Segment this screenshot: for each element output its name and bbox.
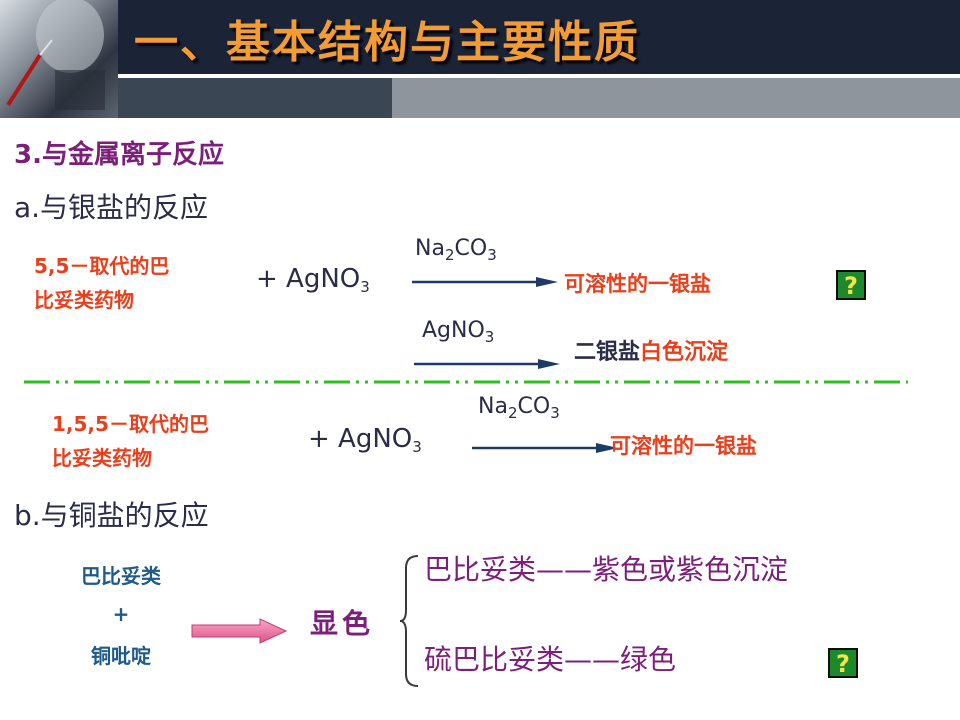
r1-reactant-line2: 比妥类药物 [34,288,134,312]
copper-reactant-line3: 铜吡啶 [91,644,151,668]
syringe-icon [6,0,105,110]
r1-condition2: AgNO3 [422,320,494,345]
help-icon-2[interactable]: ? [828,648,858,678]
title-band [118,0,960,74]
r1-cond2-sub: 3 [484,328,495,346]
r2-reagent-text: + AgNO [308,424,413,454]
copper-outcome1: 巴比妥类——紫色或紫色沉淀 [424,553,789,586]
r1-reagent-sub: 3 [360,278,370,296]
copper-reactant-line1: 巴比妥类 [81,564,161,588]
r1-product1: 可溶性的一银盐 [564,272,711,296]
r1-reagent: + AgNO3 [256,266,370,295]
r1-reagent-text: + AgNO [256,264,361,294]
lab-photo [0,0,118,118]
r1-arrow1 [412,277,558,287]
copper-heading: b.与铜盐的反应 [14,499,209,532]
r2-condition: Na2CO3 [478,396,560,421]
page-title: 一、基本结构与主要性质 [134,17,640,68]
r2-cond-sub1: 2 [507,404,518,422]
help-icon-1[interactable]: ? [836,270,866,300]
r1-cond1-main: Na [415,236,445,261]
r1-condition1: Na2CO3 [415,238,497,263]
r2-reagent: + AgNO3 [308,426,422,455]
r1-product2-highlight: 白色沉淀 [640,340,729,365]
sub-band-dark [118,78,392,118]
silver-heading: a.与银盐的反应 [14,191,209,224]
copper-arrow [191,618,288,644]
r2-reactant-line1: 1,5,5－取代的巴 [52,412,209,436]
r1-cond1-mid: CO [454,236,488,261]
copper-outcome2: 硫巴比妥类——绿色 [424,643,677,676]
r1-cond1-sub1: 2 [444,246,455,264]
r1-product2: 二银盐白色沉淀 [574,342,728,364]
r2-product: 可溶性的一银盐 [610,434,757,458]
r1-product2-prefix: 二银盐 [574,340,641,365]
r2-cond-mid: CO [517,394,551,419]
r1-cond2-main: AgNO [422,318,485,343]
section-divider [24,380,908,384]
copper-reactant-line2: + [112,602,130,626]
r2-cond-sub2: 3 [550,404,560,422]
r2-reagent-sub: 3 [412,438,422,456]
r1-arrow2 [414,359,560,369]
r2-arrow [472,443,618,453]
r1-reactant-line1: 5,5－取代的巴 [34,254,170,278]
brace-bracket [399,555,419,687]
r1-cond1-sub2: 3 [487,246,497,264]
r2-reactant-line2: 比妥类药物 [52,446,152,470]
r2-cond-main: Na [478,394,508,419]
copper-result: 显色 [310,607,375,640]
section-heading: 3.与金属离子反应 [14,140,224,170]
